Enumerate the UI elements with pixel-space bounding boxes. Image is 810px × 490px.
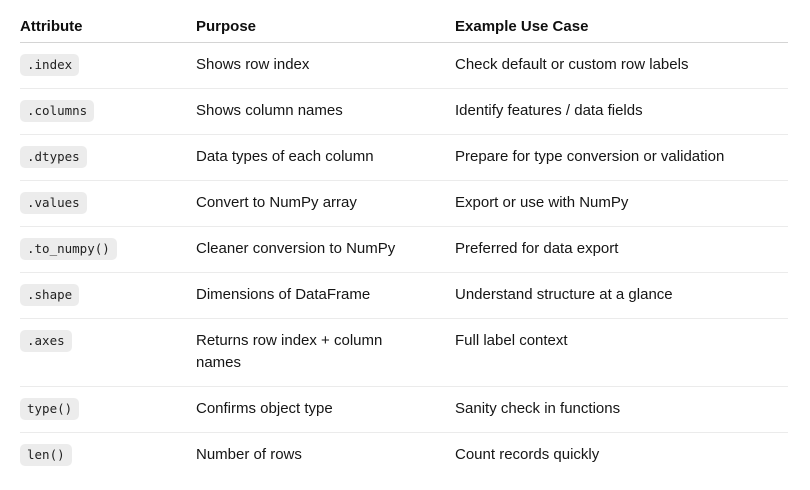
purpose-text: Dimensions of DataFrame: [196, 286, 371, 303]
purpose-cell: Cleaner conversion to NumPy: [196, 226, 455, 273]
purpose-text: Confirms object type: [196, 400, 333, 417]
attribute-code-chip: type(): [20, 398, 80, 420]
table-row: len() Number of rows Count records quick…: [20, 433, 788, 479]
attribute-code-chip: .values: [20, 192, 87, 214]
purpose-text: Shows row index: [196, 56, 310, 73]
purpose-text: Shows column names: [196, 102, 343, 119]
use-case-cell: Full label context: [455, 318, 788, 387]
table-body: .index Shows row index Check default or …: [20, 42, 788, 479]
use-case-cell: Identify features / data fields: [455, 88, 788, 135]
attribute-code-chip: .columns: [20, 100, 95, 122]
use-case-text: Identify features / data fields: [455, 102, 643, 119]
attribute-cell: .dtypes: [20, 134, 196, 181]
purpose-cell: Convert to NumPy array: [196, 180, 455, 227]
purpose-text: Data types of each column: [196, 148, 374, 165]
use-case-cell: Count records quickly: [455, 433, 788, 479]
purpose-text: Convert to NumPy array: [196, 194, 357, 211]
table-row: .axes Returns row index + column names F…: [20, 318, 788, 387]
use-case-text: Prepare for type conversion or validatio…: [455, 148, 725, 165]
purpose-cell: Data types of each column: [196, 134, 455, 181]
attribute-code-chip: len(): [20, 444, 72, 466]
table-row: .index Shows row index Check default or …: [20, 42, 788, 89]
column-header-example-use-case: Example Use Case: [455, 16, 788, 43]
column-header-attribute: Attribute: [20, 16, 196, 43]
attribute-code-chip: .shape: [20, 284, 80, 306]
use-case-cell: Prepare for type conversion or validatio…: [455, 134, 788, 181]
attribute-code-chip: .dtypes: [20, 146, 87, 168]
table-row: .dtypes Data types of each column Prepar…: [20, 134, 788, 181]
use-case-cell: Sanity check in functions: [455, 386, 788, 433]
use-case-text: Check default or custom row labels: [455, 56, 689, 73]
use-case-cell: Understand structure at a glance: [455, 272, 788, 319]
purpose-cell: Number of rows: [196, 433, 455, 479]
purpose-cell: Confirms object type: [196, 386, 455, 433]
use-case-text: Full label context: [455, 332, 568, 349]
table-row: .shape Dimensions of DataFrame Understan…: [20, 272, 788, 319]
use-case-text: Export or use with NumPy: [455, 194, 629, 211]
dataframe-attributes-table: Attribute Purpose Example Use Case .inde…: [20, 16, 788, 478]
attribute-cell: type(): [20, 386, 196, 433]
attribute-code-chip: .index: [20, 54, 80, 76]
purpose-cell: Returns row index + column names: [196, 318, 455, 387]
attribute-cell: .columns: [20, 88, 196, 135]
purpose-text: Returns row index + column names: [196, 332, 383, 371]
use-case-text: Preferred for data export: [455, 240, 619, 257]
attribute-cell: len(): [20, 433, 196, 479]
table-row: .columns Shows column names Identify fea…: [20, 88, 788, 135]
table-header-row: Attribute Purpose Example Use Case: [20, 16, 788, 43]
attribute-cell: .axes: [20, 318, 196, 387]
attribute-cell: .values: [20, 180, 196, 227]
dataframe-attributes-page: Attribute Purpose Example Use Case .inde…: [20, 16, 788, 478]
attribute-cell: .shape: [20, 272, 196, 319]
purpose-text: Number of rows: [196, 446, 302, 463]
attribute-cell: .index: [20, 42, 196, 89]
table-row: .values Convert to NumPy array Export or…: [20, 180, 788, 227]
purpose-text: Cleaner conversion to NumPy: [196, 240, 396, 257]
attribute-cell: .to_numpy(): [20, 226, 196, 273]
use-case-cell: Preferred for data export: [455, 226, 788, 273]
use-case-cell: Export or use with NumPy: [455, 180, 788, 227]
column-header-purpose: Purpose: [196, 16, 455, 43]
use-case-text: Count records quickly: [455, 446, 600, 463]
purpose-cell: Shows row index: [196, 42, 455, 89]
use-case-cell: Check default or custom row labels: [455, 42, 788, 89]
purpose-cell: Shows column names: [196, 88, 455, 135]
table-row: type() Confirms object type Sanity check…: [20, 386, 788, 433]
attribute-code-chip: .axes: [20, 330, 72, 352]
use-case-text: Sanity check in functions: [455, 400, 621, 417]
use-case-text: Understand structure at a glance: [455, 286, 673, 303]
attribute-code-chip: .to_numpy(): [20, 238, 117, 260]
table-row: .to_numpy() Cleaner conversion to NumPy …: [20, 226, 788, 273]
purpose-cell: Dimensions of DataFrame: [196, 272, 455, 319]
